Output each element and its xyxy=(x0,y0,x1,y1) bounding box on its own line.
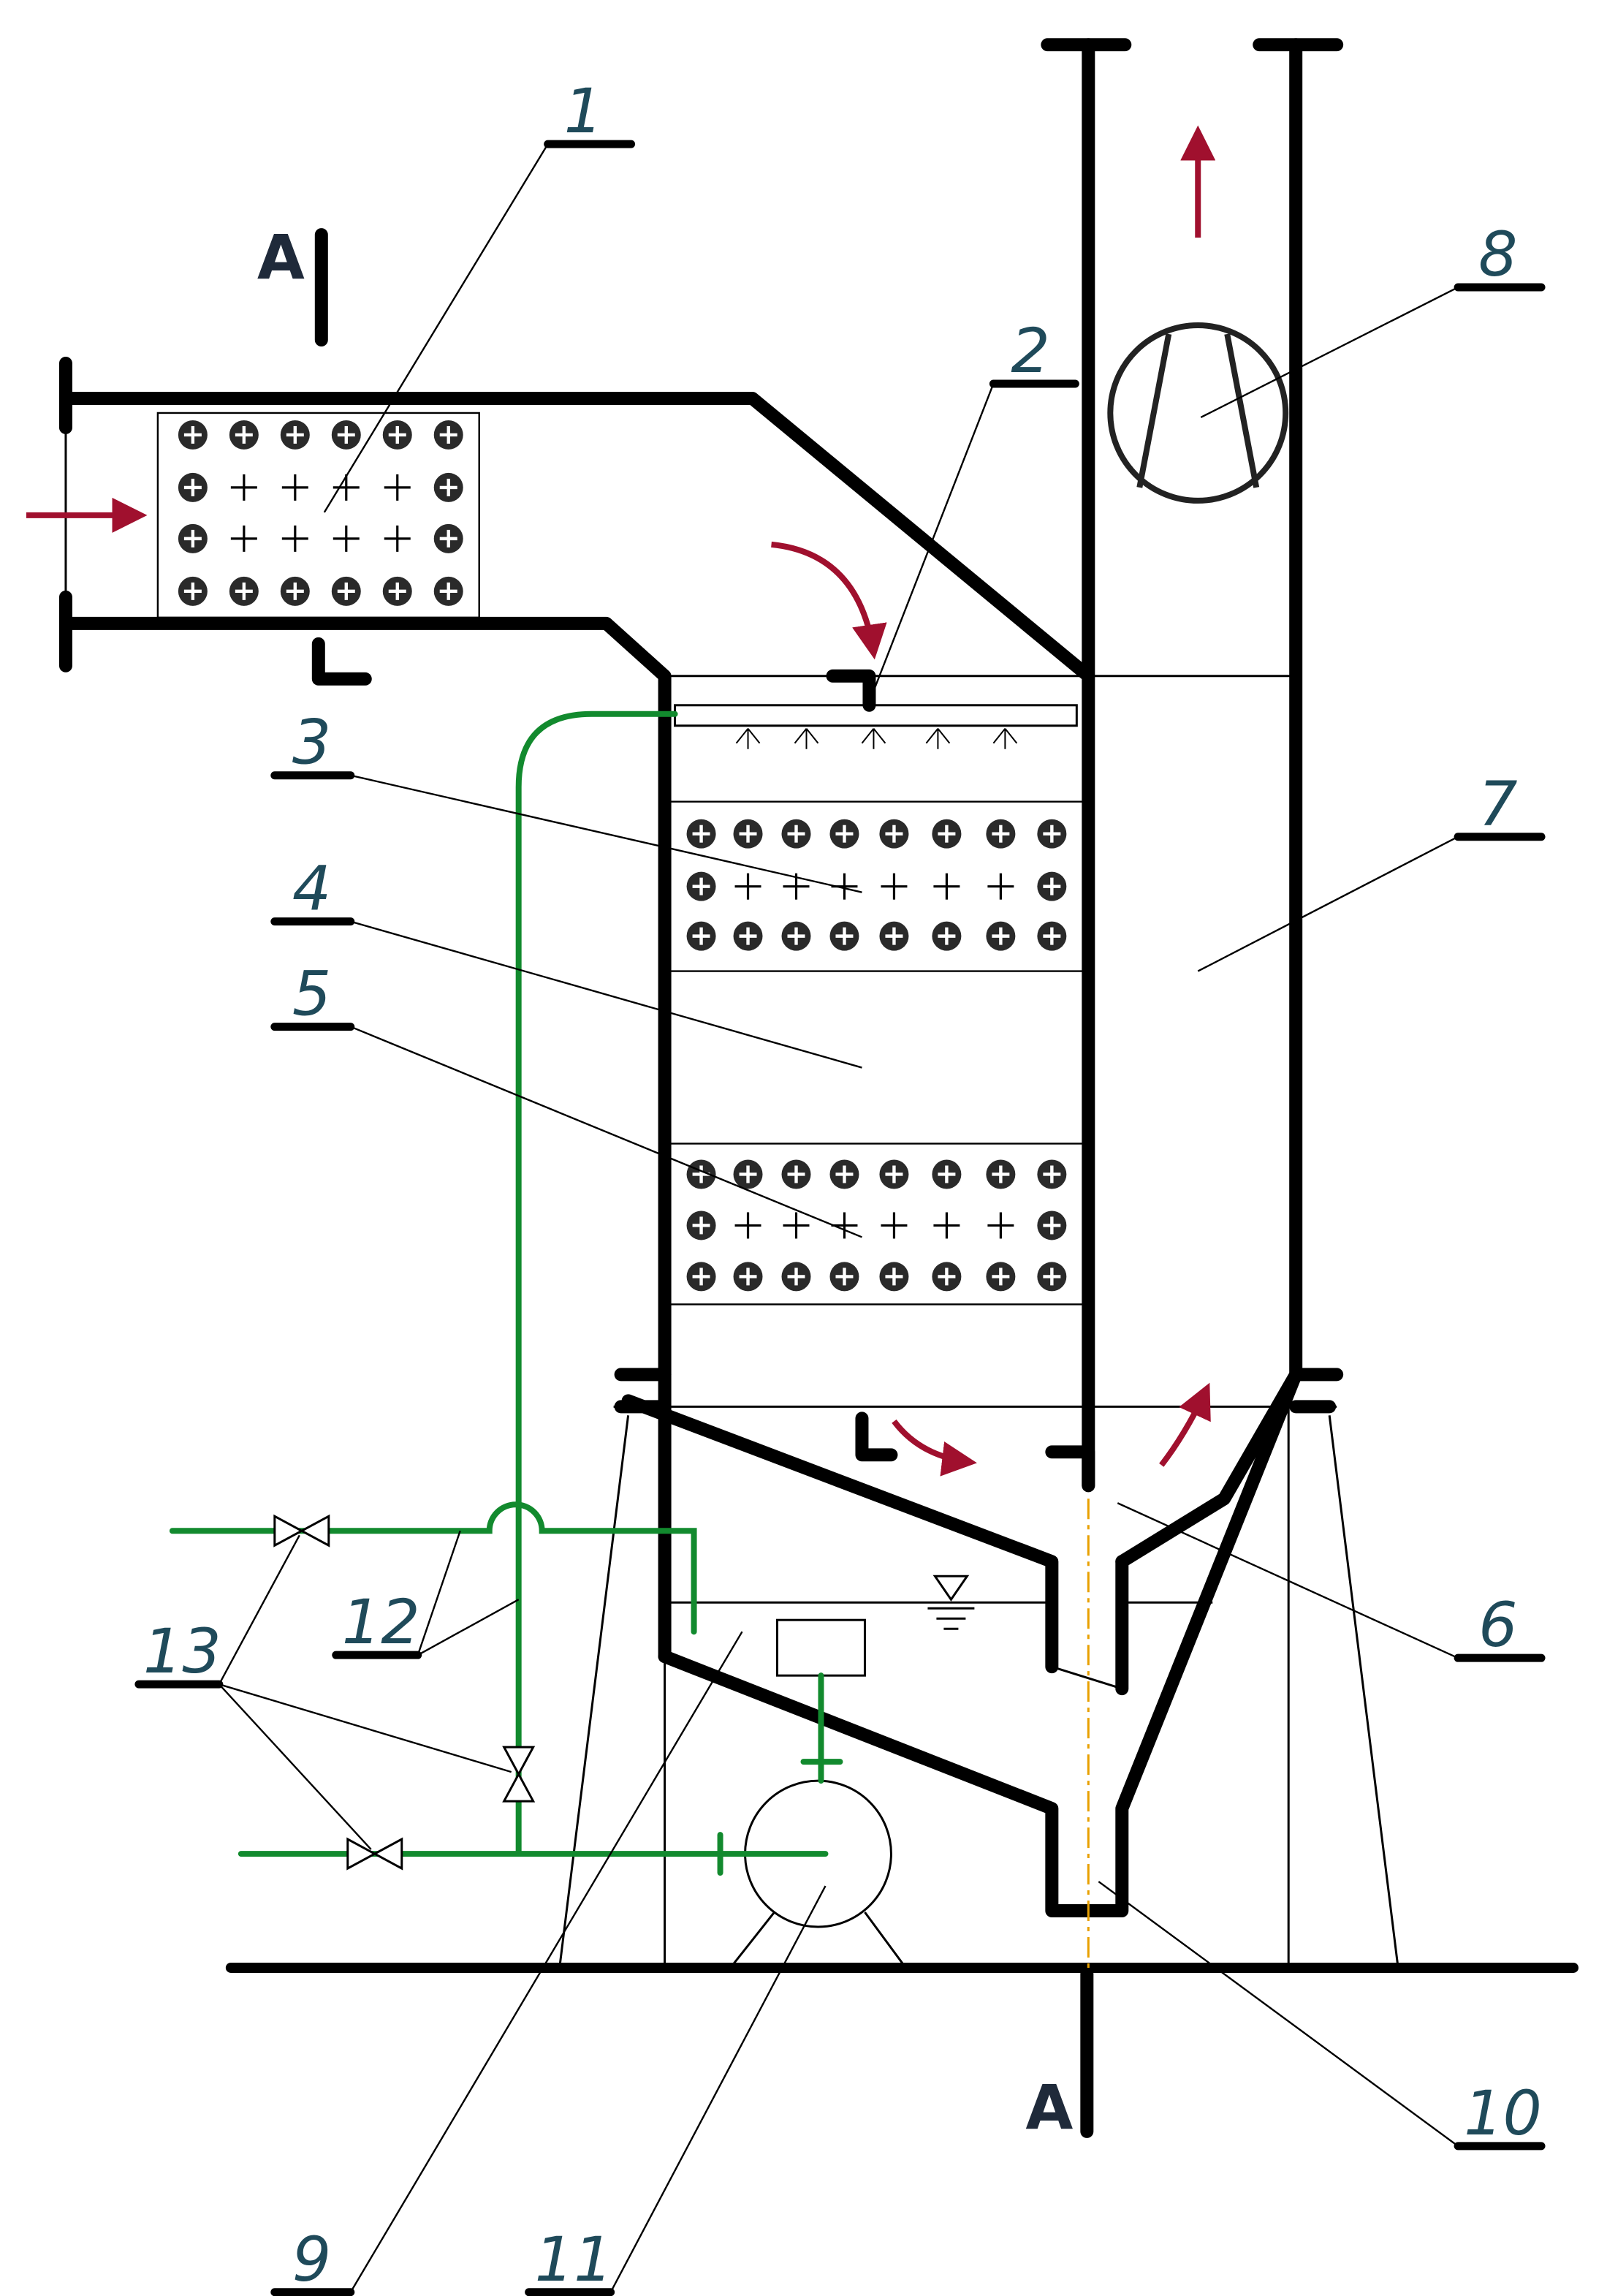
section-labels: A A xyxy=(257,221,1074,2143)
pipework xyxy=(169,711,843,1876)
callout-numbers: 1 2 3 4 5 6 7 8 9 10 11 12 13 xyxy=(143,75,1542,2295)
filter-block-icon xyxy=(668,1143,1090,1306)
fan-icon xyxy=(1107,322,1289,504)
section-label-bottom: A xyxy=(1025,2072,1073,2143)
leader-lines xyxy=(218,143,1459,2293)
callout-2: 2 xyxy=(1011,315,1049,387)
callout-6: 6 xyxy=(1478,1589,1517,1661)
flow-arrows xyxy=(26,125,1216,1477)
callout-11: 11 xyxy=(535,2224,613,2295)
callout-12: 12 xyxy=(342,1586,420,1658)
callout-8: 8 xyxy=(1478,219,1517,290)
water-level-icon xyxy=(927,1575,975,1630)
section-label-top: A xyxy=(257,221,305,293)
valve-icon xyxy=(273,1514,536,1871)
callout-13: 13 xyxy=(143,1615,221,1687)
label-bars xyxy=(134,140,1546,2296)
spray-nozzle-icon xyxy=(735,727,1018,750)
callout-4: 4 xyxy=(292,853,331,925)
thin-lines xyxy=(64,412,1399,1969)
filter-block-icon xyxy=(156,412,480,619)
callout-3: 3 xyxy=(292,707,331,778)
vessel-walls xyxy=(58,38,1579,2138)
pump-icon xyxy=(729,1618,907,1969)
callout-5: 5 xyxy=(292,958,331,1030)
callout-1: 1 xyxy=(564,75,603,147)
callout-10: 10 xyxy=(1464,2077,1542,2149)
callout-7: 7 xyxy=(1478,768,1517,840)
callout-9: 9 xyxy=(292,2224,331,2295)
filter-block-icon xyxy=(669,800,1084,972)
